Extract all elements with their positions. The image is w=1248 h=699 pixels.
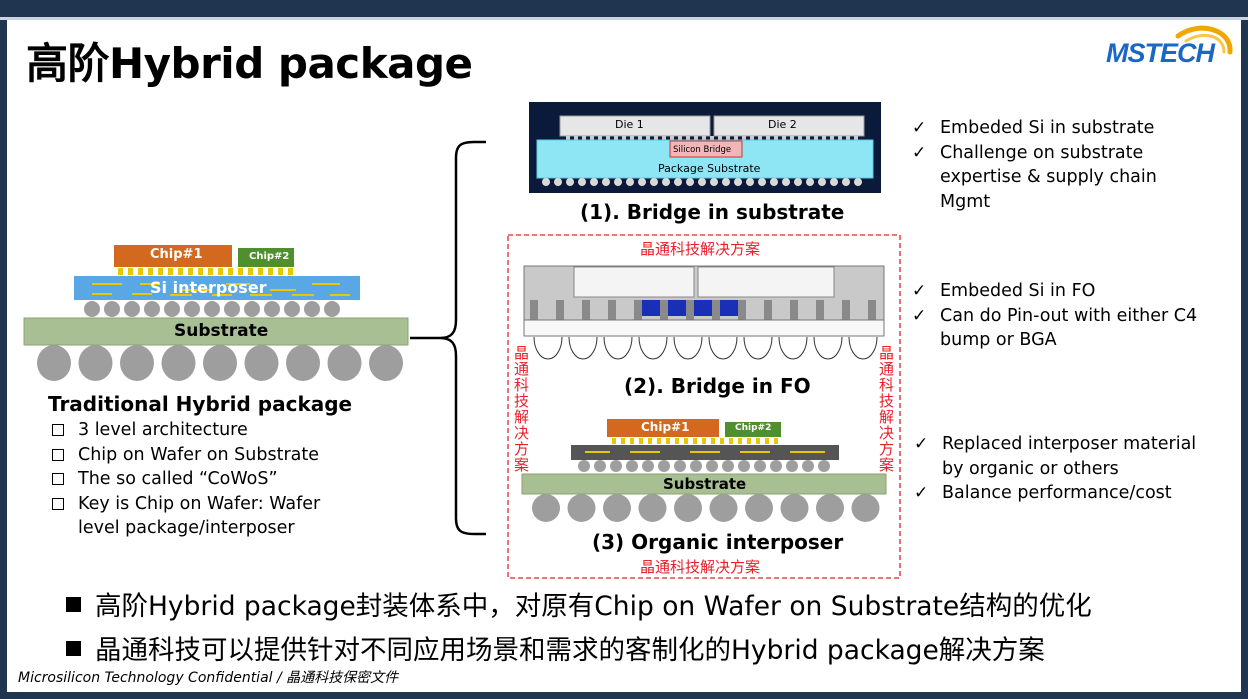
organic-chip1-label: Chip#1 bbox=[641, 420, 690, 434]
organic-caption: (3) Organic interposer bbox=[592, 530, 844, 554]
note-item: ✓Replaced interposer material by organic… bbox=[914, 434, 1197, 479]
top-frame-line bbox=[0, 17, 1248, 20]
fo-bumps bbox=[533, 336, 878, 360]
chip1-block bbox=[114, 245, 232, 267]
solution-label-right: 晶通科技解决方案 bbox=[877, 345, 895, 473]
note-item: ✓Challenge on substrate expertise & supp… bbox=[912, 142, 1157, 212]
statement-2: 晶通科技可以提供针对不同应用场景和需求的客制化的Hybrid package解决… bbox=[66, 628, 1045, 667]
check-icon: ✓ bbox=[914, 434, 929, 454]
silicon-bridge-label: Silicon Bridge bbox=[673, 145, 732, 155]
solution-label-left: 晶通科技解决方案 bbox=[512, 345, 530, 473]
bridge-substrate-caption: (1). Bridge in substrate bbox=[580, 200, 845, 224]
organic-chip2-label: Chip#2 bbox=[735, 423, 772, 433]
organic-interposer-drawing bbox=[521, 419, 887, 522]
die-bumps bbox=[566, 136, 858, 140]
right-frame-bar bbox=[1241, 20, 1248, 692]
statement-1: 高阶Hybrid package封装体系中，对原有Chip on Wafer o… bbox=[66, 584, 1092, 623]
organic-bga-balls bbox=[532, 494, 880, 522]
fo-die-left bbox=[573, 266, 695, 298]
check-icon: ✓ bbox=[912, 118, 927, 138]
organic-chip1-block bbox=[607, 419, 719, 437]
package-substrate-label: Package Substrate bbox=[658, 162, 761, 175]
solution-label-top: 晶通科技解决方案 bbox=[640, 240, 761, 258]
solution-region bbox=[507, 234, 901, 579]
square-bullet-icon bbox=[52, 497, 64, 510]
trad-chip1-label: Chip#1 bbox=[150, 247, 203, 262]
micro-bumps bbox=[118, 268, 293, 275]
organic-substrate-block bbox=[521, 473, 887, 495]
traditional-bullet: Key is Chip on Wafer: Wafer level packag… bbox=[52, 492, 358, 541]
organic-micro-bumps bbox=[612, 438, 778, 444]
substrate-balls bbox=[542, 178, 862, 186]
check-icon: ✓ bbox=[912, 142, 927, 163]
solution-label-bottom: 晶通科技解决方案 bbox=[640, 558, 761, 576]
filled-square-bullet-icon bbox=[66, 597, 81, 612]
die1-block bbox=[559, 115, 711, 137]
mstech-logo bbox=[1175, 25, 1233, 55]
square-bullet-icon bbox=[52, 424, 64, 436]
top-frame-bar bbox=[0, 0, 1248, 17]
note-item: ✓Embeded Si in substrate bbox=[912, 116, 1192, 141]
organic-chip2-block bbox=[725, 422, 781, 437]
traditional-bullet: Chip on Wafer on Substrate bbox=[52, 443, 358, 468]
traditional-bullets: 3 level architecture Chip on Wafer on Su… bbox=[52, 418, 358, 541]
die2-label: Die 2 bbox=[768, 118, 797, 131]
note-item: ✓Can do Pin-out with either C4 bump or B… bbox=[912, 305, 1198, 351]
silicon-bridge-block bbox=[669, 140, 743, 158]
fo-rdl-layer bbox=[523, 319, 885, 337]
left-frame-bar bbox=[0, 20, 7, 692]
trad-chip2-label: Chip#2 bbox=[249, 251, 290, 262]
trad-substrate-label: Substrate bbox=[174, 321, 269, 341]
bridge-fo-drawing bbox=[523, 265, 885, 360]
fo-pillars bbox=[530, 300, 876, 320]
logo-text: MSTECH bbox=[1106, 38, 1215, 68]
confidential-footer: Microsilicon Technology Confidential / 晶… bbox=[18, 670, 399, 686]
die2-block bbox=[713, 115, 865, 137]
trad-interposer-label: Si interposer bbox=[150, 278, 267, 297]
substrate-block bbox=[23, 317, 409, 346]
bga-balls bbox=[37, 345, 403, 381]
fo-die-right bbox=[697, 266, 835, 298]
page-title: 高阶Hybrid package bbox=[26, 39, 473, 88]
check-icon: ✓ bbox=[914, 483, 929, 503]
bridge-fo-notes: ✓Embeded Si in FO ✓Can do Pin-out with e… bbox=[912, 279, 1202, 353]
note-item: ✓Embeded Si in FO bbox=[912, 279, 1202, 304]
chip2-block bbox=[238, 248, 294, 267]
traditional-bullet: 3 level architecture bbox=[52, 418, 358, 443]
organic-substrate-label: Substrate bbox=[663, 475, 747, 493]
grouping-bracket bbox=[410, 140, 486, 536]
check-icon: ✓ bbox=[912, 281, 927, 301]
die1-label: Die 1 bbox=[615, 118, 644, 131]
note-item: ✓Balance performance/cost bbox=[914, 481, 1214, 506]
c4-bumps bbox=[84, 301, 340, 317]
organic-notes: ✓Replaced interposer material by organic… bbox=[914, 432, 1214, 506]
square-bullet-icon bbox=[52, 473, 64, 485]
filled-square-bullet-icon bbox=[66, 641, 81, 656]
traditional-package-drawing bbox=[23, 245, 409, 381]
bottom-frame-bar bbox=[0, 692, 1248, 699]
square-bullet-icon bbox=[52, 448, 64, 461]
bridge-substrate-drawing bbox=[529, 102, 881, 193]
bridge-substrate-notes: ✓Embeded Si in substrate ✓Challenge on s… bbox=[912, 116, 1192, 214]
bridge-fo-caption: (2). Bridge in FO bbox=[624, 374, 811, 398]
check-icon: ✓ bbox=[912, 305, 927, 326]
organic-c4-bumps bbox=[578, 460, 830, 472]
traditional-heading: Traditional Hybrid package bbox=[48, 392, 353, 416]
traditional-bullet: The so called “CoWoS” bbox=[52, 467, 358, 492]
interposer-wiring bbox=[92, 283, 350, 296]
